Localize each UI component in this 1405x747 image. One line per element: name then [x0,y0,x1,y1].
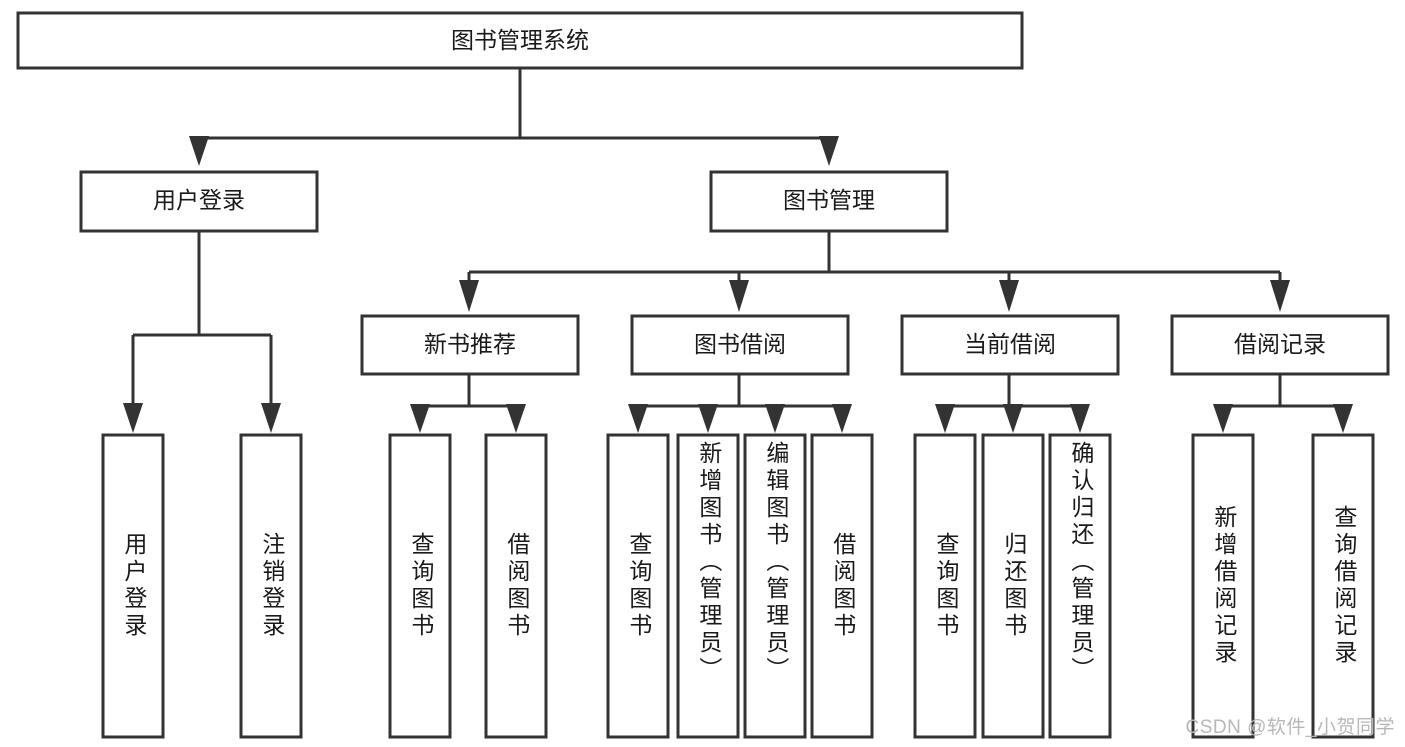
arrowhead-leaf-user-logout [261,403,281,433]
node-leaf-query-book-1-box[interactable] [388,433,452,739]
node-leaf-user-logout-box[interactable] [239,433,303,739]
connector-group-new-book-recommend [410,374,526,433]
node-new-book-recommend[interactable]: 新书推荐 [360,314,580,376]
arrowhead-new-book-recommend [459,280,479,312]
node-current-borrow-label: 当前借阅 [964,331,1056,357]
node-leaf-query-book-3-box[interactable] [913,433,977,739]
node-leaf-edit-book-box[interactable] [743,433,807,739]
node-leaf-return-book-box[interactable] [981,433,1045,739]
arrowhead-leaf-return-book [1003,404,1023,433]
connector-group-borrow-record [1213,374,1353,433]
arrowhead-leaf-query-record [1333,404,1353,433]
arrowhead-borrow-record [1270,280,1290,312]
node-user-login-box[interactable] [79,170,319,233]
node-user-login-label: 用户登录 [153,187,245,213]
connector-group-current-borrow [935,374,1090,433]
arrowhead-current-borrow [999,280,1019,312]
node-borrow-record[interactable]: 借阅记录 [1170,314,1390,376]
node-leaf-borrow-book-1-box[interactable] [484,433,548,739]
node-new-book-recommend-box[interactable] [360,314,580,376]
connector-group-root [189,68,839,166]
arrowhead-book-manage [819,136,839,166]
arrowhead-leaf-add-record [1213,404,1233,433]
arrowhead-leaf-query-book-3 [935,404,955,433]
node-book-borrow-label: 图书借阅 [694,331,786,357]
node-book-borrow-box[interactable] [630,314,850,376]
arrowhead-leaf-confirm-return [1070,404,1090,433]
node-root[interactable]: 图书管理系统 [16,11,1024,70]
node-current-borrow-box[interactable] [900,314,1120,376]
node-leaf-query-record-box[interactable] [1311,433,1375,739]
node-current-borrow[interactable]: 当前借阅 [900,314,1120,376]
leaf-boxes [101,433,1375,739]
arrowhead-leaf-query-book-2 [628,404,648,433]
node-leaf-user-login-box[interactable] [101,433,165,739]
node-leaf-borrow-book-2-box[interactable] [810,433,874,739]
arrowhead-book-borrow [729,280,749,312]
csdn-watermark: CSDN @软件_小贺同学 [1185,717,1395,738]
node-borrow-record-label: 借阅记录 [1234,331,1326,357]
connector-group-book-manage [459,231,1290,312]
node-new-book-recommend-label: 新书推荐 [424,331,516,357]
arrowhead-leaf-query-book-1 [410,404,430,433]
node-leaf-add-book-box[interactable] [676,433,740,739]
node-leaf-add-record-box[interactable] [1191,433,1255,739]
arrowhead-leaf-borrow-book-1 [506,404,526,433]
arrowhead-leaf-borrow-book-2 [832,404,852,433]
arrowhead-leaf-edit-book [765,404,785,433]
node-book-borrow[interactable]: 图书借阅 [630,314,850,376]
arrowhead-leaf-user-login [123,403,143,433]
node-leaf-confirm-return-box[interactable] [1048,433,1112,739]
arrowhead-leaf-add-book [698,404,718,433]
node-root-label: 图书管理系统 [451,27,589,53]
node-user-login[interactable]: 用户登录 [79,170,319,233]
node-book-manage-box[interactable] [709,170,949,233]
arrowhead-user-login [189,136,209,166]
node-root-box[interactable] [16,11,1024,70]
node-borrow-record-box[interactable] [1170,314,1390,376]
node-book-manage-label: 图书管理 [783,187,875,213]
connector-group-user-login [123,231,281,433]
node-book-manage[interactable]: 图书管理 [709,170,949,233]
connector-group-book-borrow [628,374,852,433]
node-leaf-query-book-2-box[interactable] [606,433,670,739]
